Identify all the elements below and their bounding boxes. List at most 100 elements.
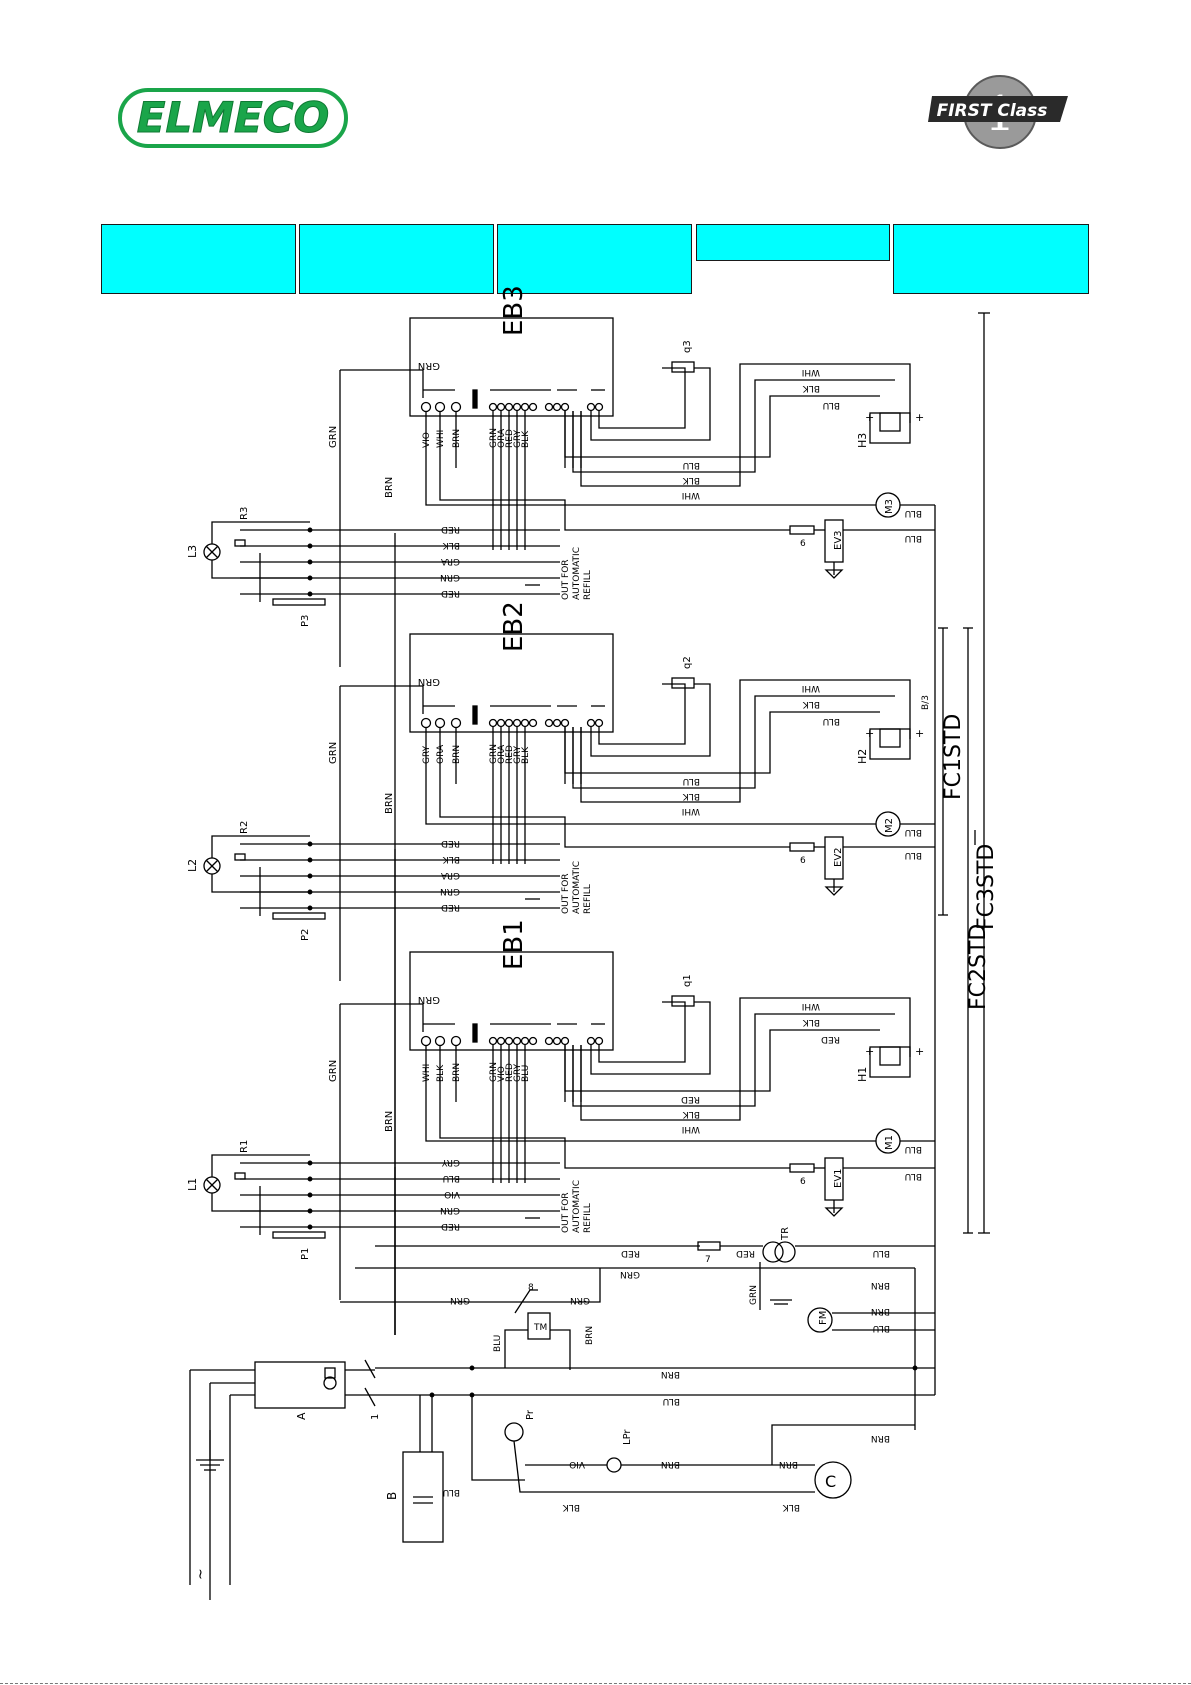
terminal	[528, 718, 538, 728]
wire	[564, 711, 880, 774]
lamp-L1	[203, 1176, 221, 1194]
wire	[211, 1154, 310, 1177]
lamp-lpr	[606, 1457, 622, 1473]
wire-label: ORA	[497, 744, 507, 764]
wire	[513, 1440, 815, 1493]
resistor-label: R2	[239, 821, 250, 834]
terminal	[504, 1036, 514, 1046]
terminal	[586, 718, 596, 728]
wire	[771, 1424, 915, 1465]
wire	[572, 695, 895, 789]
wire	[205, 859, 219, 873]
transformer-tr	[762, 1241, 784, 1263]
terminal	[434, 401, 446, 413]
wire	[211, 874, 310, 893]
lamp-connector	[234, 853, 246, 861]
wire-label: GRN	[489, 428, 499, 448]
heater-H2	[869, 728, 911, 760]
thermostat-label: q3	[682, 340, 693, 353]
junction-dot	[307, 1176, 313, 1182]
terminal	[420, 401, 432, 413]
pressure-label: P3	[300, 615, 311, 627]
pressure-label: P1	[300, 1248, 311, 1260]
wire-label: GRY	[513, 1063, 523, 1082]
terminal-block	[472, 1023, 478, 1043]
heater-slot	[879, 412, 901, 432]
valve-label: EV3	[833, 530, 844, 550]
bus-label: RED	[441, 524, 460, 534]
tm-label: TM	[533, 1323, 547, 1333]
bus-label: GRN	[440, 886, 460, 896]
filter-a	[254, 1361, 346, 1409]
thermostat-q2	[671, 677, 695, 689]
terminal	[594, 1036, 604, 1046]
header-box-3	[497, 224, 692, 294]
timer-tm	[527, 1312, 551, 1340]
terminal	[512, 1036, 522, 1046]
pressure-switch-P3	[272, 598, 326, 606]
refill-note: OUT FOR	[561, 1192, 571, 1233]
wire-label: BRN	[585, 1326, 595, 1345]
wire	[514, 1289, 538, 1314]
junction-dot	[469, 1365, 475, 1371]
junction-dot	[307, 1208, 313, 1214]
fan-motor-fm	[807, 1307, 833, 1333]
wire	[439, 468, 790, 531]
refill-note: OUT FOR	[561, 559, 571, 600]
wire-label: BLU	[905, 850, 922, 860]
wire-label: +	[915, 411, 924, 424]
heater-label: H2	[856, 749, 869, 764]
terminal	[586, 1036, 596, 1046]
switch-1	[364, 1387, 376, 1407]
junction-dot	[307, 575, 313, 581]
terminal	[512, 718, 522, 728]
wire	[590, 367, 711, 441]
terminal	[488, 402, 498, 412]
terminal	[450, 401, 462, 413]
valve-EV2	[824, 836, 844, 880]
wire	[504, 1329, 528, 1368]
wire-label: WHI	[682, 1124, 700, 1134]
wire	[439, 1102, 790, 1169]
grn-wire	[340, 369, 424, 398]
bus-label: GRN	[440, 572, 460, 582]
junction-dot	[307, 559, 313, 565]
wire	[211, 835, 310, 858]
motor-label: M1	[884, 1135, 895, 1150]
wire-label: WHI	[682, 490, 700, 500]
wire-label: BLK	[802, 699, 820, 709]
wire-label: +	[865, 727, 874, 740]
terminal	[488, 1036, 498, 1046]
terminal	[512, 402, 522, 412]
wire-label: VIO	[569, 1459, 585, 1469]
wire-label: GRN	[570, 1295, 590, 1305]
model-label-fc3: FC3STD	[974, 844, 999, 930]
wire-label: WHI	[682, 806, 700, 816]
junction-dot	[307, 527, 313, 533]
terminal	[434, 1035, 446, 1047]
fuse7-label: 7	[705, 1255, 711, 1265]
wire-label: BLK	[682, 1109, 700, 1119]
motor-M2	[875, 811, 901, 837]
wire	[211, 560, 310, 579]
model-label-fc1: FC1STD	[941, 714, 966, 800]
wire-label: GRN	[489, 1062, 499, 1082]
elmeco-logo-text: ELMECO	[137, 93, 329, 142]
header-box-1	[101, 224, 296, 294]
terminal	[560, 402, 570, 412]
bus-label: BLK	[442, 854, 460, 864]
wire-label: GRY	[422, 745, 432, 764]
lamp-connector	[234, 539, 246, 547]
first-class-logo: 1 FIRST Class	[928, 75, 1068, 149]
pressure-switch-P1	[272, 1231, 326, 1239]
terminal	[544, 1036, 554, 1046]
board-label: EB3	[499, 285, 529, 336]
terminal	[552, 402, 562, 412]
wire	[425, 784, 876, 825]
junction-dot	[307, 543, 313, 549]
refill-note: AUTOMATIC	[572, 1180, 582, 1233]
wire-label: GRN	[450, 1295, 470, 1305]
terminal	[450, 717, 462, 729]
wire-label: BLU	[823, 716, 840, 726]
wire	[471, 1395, 525, 1481]
